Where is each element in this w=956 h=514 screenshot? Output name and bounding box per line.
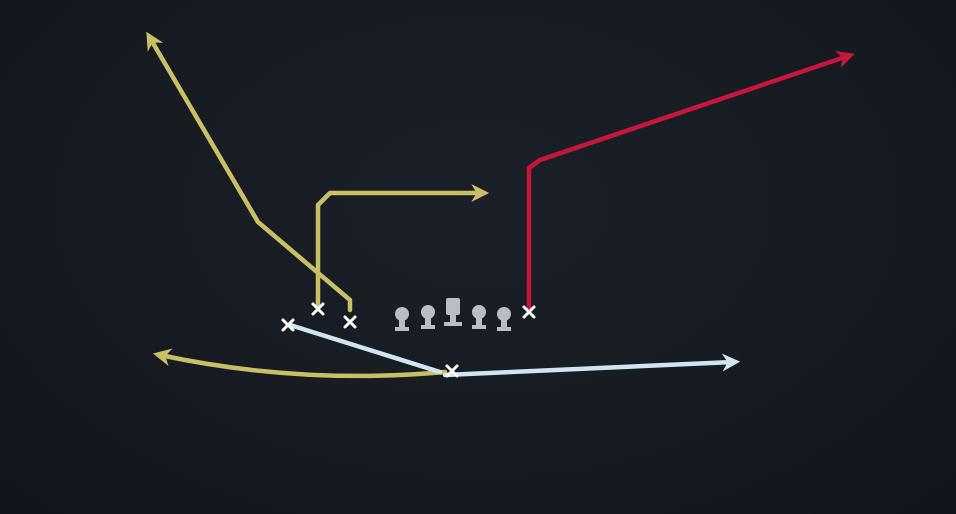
route-qb-rollout-right (442, 353, 741, 378)
player-left-wing (343, 315, 357, 329)
route-out-right (315, 184, 490, 308)
lineman-right-tackle (497, 307, 511, 331)
route-qb-approach (287, 322, 443, 375)
lineman-center (444, 298, 462, 326)
player-quarterback (445, 364, 459, 378)
player-left-receiver-upper (311, 302, 325, 316)
player-left-receiver-lower (281, 318, 295, 332)
route-swing-left (152, 348, 448, 379)
route-fade-right (526, 50, 855, 310)
lineman-left-tackle (395, 307, 409, 331)
lineman-left-guard (421, 305, 435, 329)
lineman-right-guard (472, 305, 486, 329)
player-right-end (522, 305, 536, 319)
offensive-line (395, 298, 511, 331)
route-deep-post-left (146, 31, 353, 313)
